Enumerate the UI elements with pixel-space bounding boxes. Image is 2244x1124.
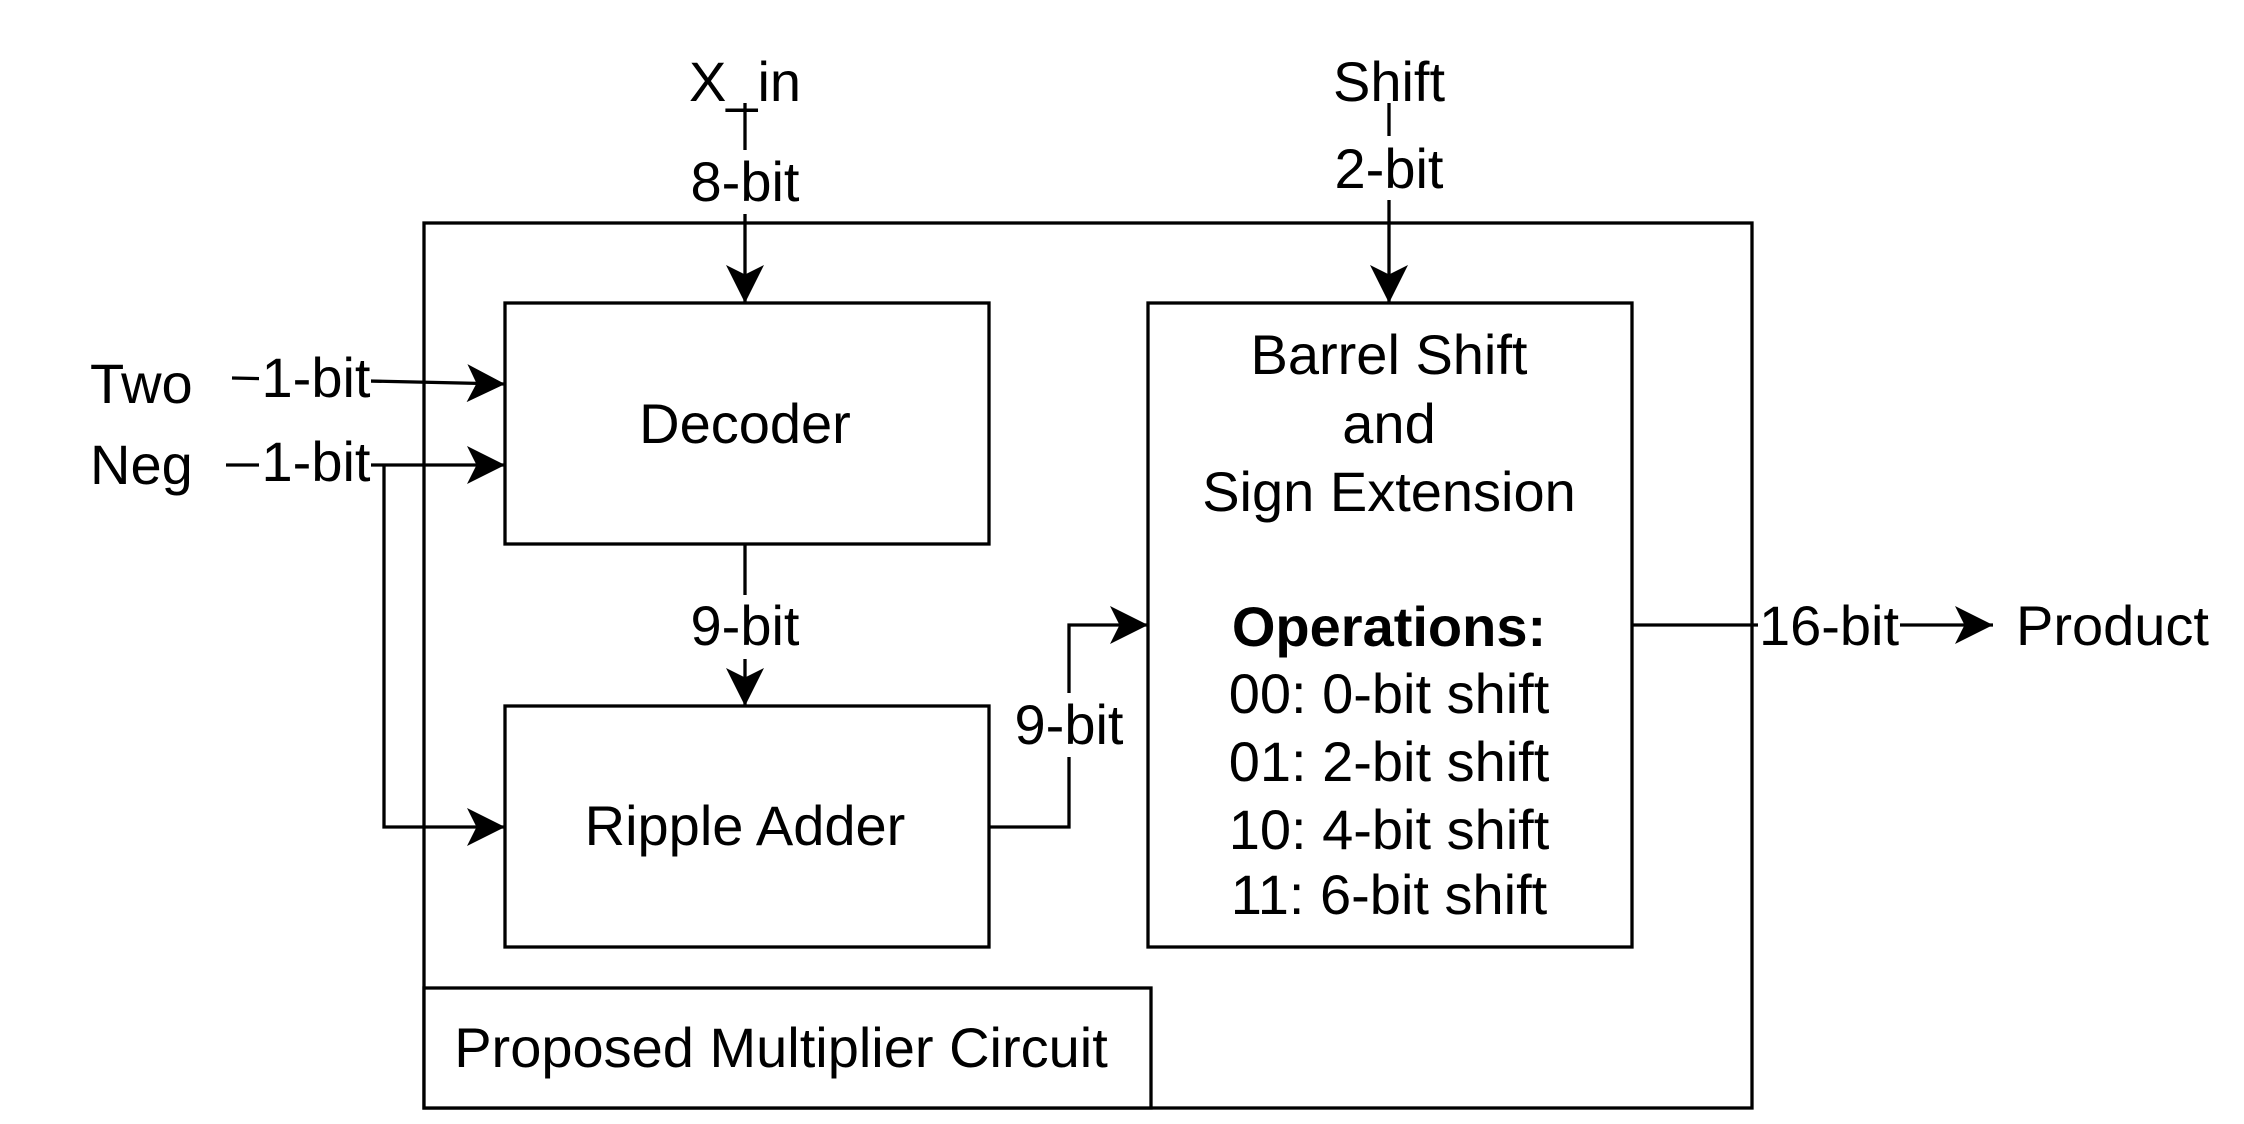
barrel-title-line-1: Barrel Shift bbox=[1251, 323, 1528, 386]
ripple-adder-block bbox=[503, 704, 991, 949]
operation-item: 10: 4-bit shift bbox=[1229, 798, 1550, 861]
ripple-adder-label: Ripple Adder bbox=[585, 794, 906, 857]
barrel-shift-block bbox=[1146, 301, 1634, 949]
shift-label: Shift bbox=[1333, 50, 1445, 113]
operation-item: 01: 2-bit shift bbox=[1229, 730, 1550, 793]
output-width-label: 16-bit bbox=[1759, 594, 1900, 657]
container-title-box bbox=[422, 986, 1153, 1110]
x-in-label: X_in bbox=[689, 50, 801, 113]
neg-label: Neg bbox=[90, 433, 193, 496]
adder-to-barrel-label-bg bbox=[1005, 693, 1133, 757]
decoder-block bbox=[503, 301, 991, 546]
output-width-label-bg bbox=[1758, 594, 1900, 656]
two-width-label-bg bbox=[259, 352, 371, 406]
x-in-width-label-bg bbox=[680, 150, 810, 214]
x-in-width-label: 8-bit bbox=[691, 150, 800, 213]
operation-item: 00: 0-bit shift bbox=[1229, 662, 1550, 725]
operation-item: 11: 6-bit shift bbox=[1231, 863, 1548, 926]
operations-heading: Operations: bbox=[1232, 595, 1546, 658]
two-label: Two bbox=[90, 352, 193, 415]
barrel-title-line-3: Sign Extension bbox=[1202, 460, 1576, 523]
neg-to-adder-wire bbox=[382, 465, 505, 846]
two-width-label: 1-bit bbox=[262, 346, 371, 409]
decoder-to-adder-width-label: 9-bit bbox=[691, 594, 800, 657]
barrel-title-line-2: and bbox=[1342, 392, 1435, 455]
decoder-label: Decoder bbox=[639, 392, 851, 455]
shift-width-label-bg bbox=[1324, 136, 1454, 200]
shift-width-label: 2-bit bbox=[1335, 137, 1444, 200]
container-title: Proposed Multiplier Circuit bbox=[454, 1016, 1108, 1079]
decoder-to-adder-label-bg bbox=[680, 595, 810, 659]
neg-width-label: 1-bit bbox=[262, 430, 371, 493]
adder-to-barrel-width-label: 9-bit bbox=[1015, 693, 1124, 756]
product-label: Product bbox=[2016, 594, 2209, 657]
neg-width-label-bg bbox=[259, 434, 371, 490]
